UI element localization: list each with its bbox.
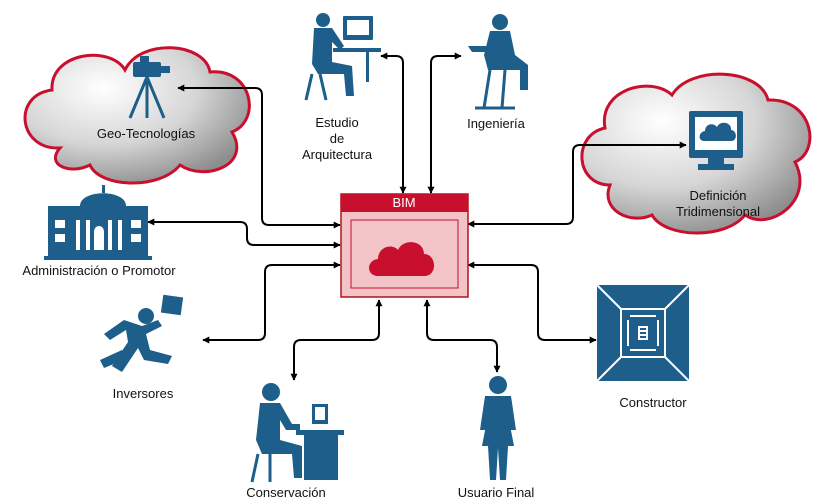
label-constructor: Constructor (619, 395, 687, 410)
label-estudio-3: Arquitectura (302, 147, 373, 162)
woman-user-icon (480, 376, 516, 480)
person-with-laptop-icon (468, 14, 528, 110)
network-switch-icon (596, 284, 690, 382)
connector-estudio (380, 52, 407, 194)
running-man-icon (100, 294, 184, 372)
label-administracion: Administración o Promotor (22, 263, 176, 278)
label-ingenieria: Ingeniería (467, 116, 526, 131)
bim-title: BIM (392, 195, 415, 210)
label-estudio-1: Estudio (315, 115, 358, 130)
cloud-icon (369, 242, 435, 276)
camera-tripod-icon (128, 56, 170, 119)
label-geo: Geo-Tecnologías (97, 126, 196, 141)
connector-ingenieria (427, 52, 462, 194)
bim-box: BIM (340, 193, 469, 298)
label-definicion-1: Definición (689, 188, 746, 203)
connector-definicion (467, 141, 687, 228)
label-inversores: Inversores (113, 386, 174, 401)
connector-constructor (467, 261, 597, 344)
connector-inversores (202, 261, 341, 344)
connector-conservacion (290, 299, 383, 381)
label-usuario: Usuario Final (458, 485, 535, 500)
label-conservacion: Conservación (246, 485, 326, 500)
connectors (147, 52, 687, 381)
person-at-computer-icon (304, 13, 381, 101)
person-at-desk-icon (250, 383, 344, 483)
label-estudio-2: de (330, 131, 344, 146)
connector-usuario (423, 299, 501, 373)
government-building-icon (44, 185, 152, 260)
monitor-icon (689, 111, 743, 170)
bim-title-bar (341, 194, 468, 212)
label-definicion-2: Tridimensional (676, 204, 760, 219)
connector-administracion (147, 218, 341, 249)
